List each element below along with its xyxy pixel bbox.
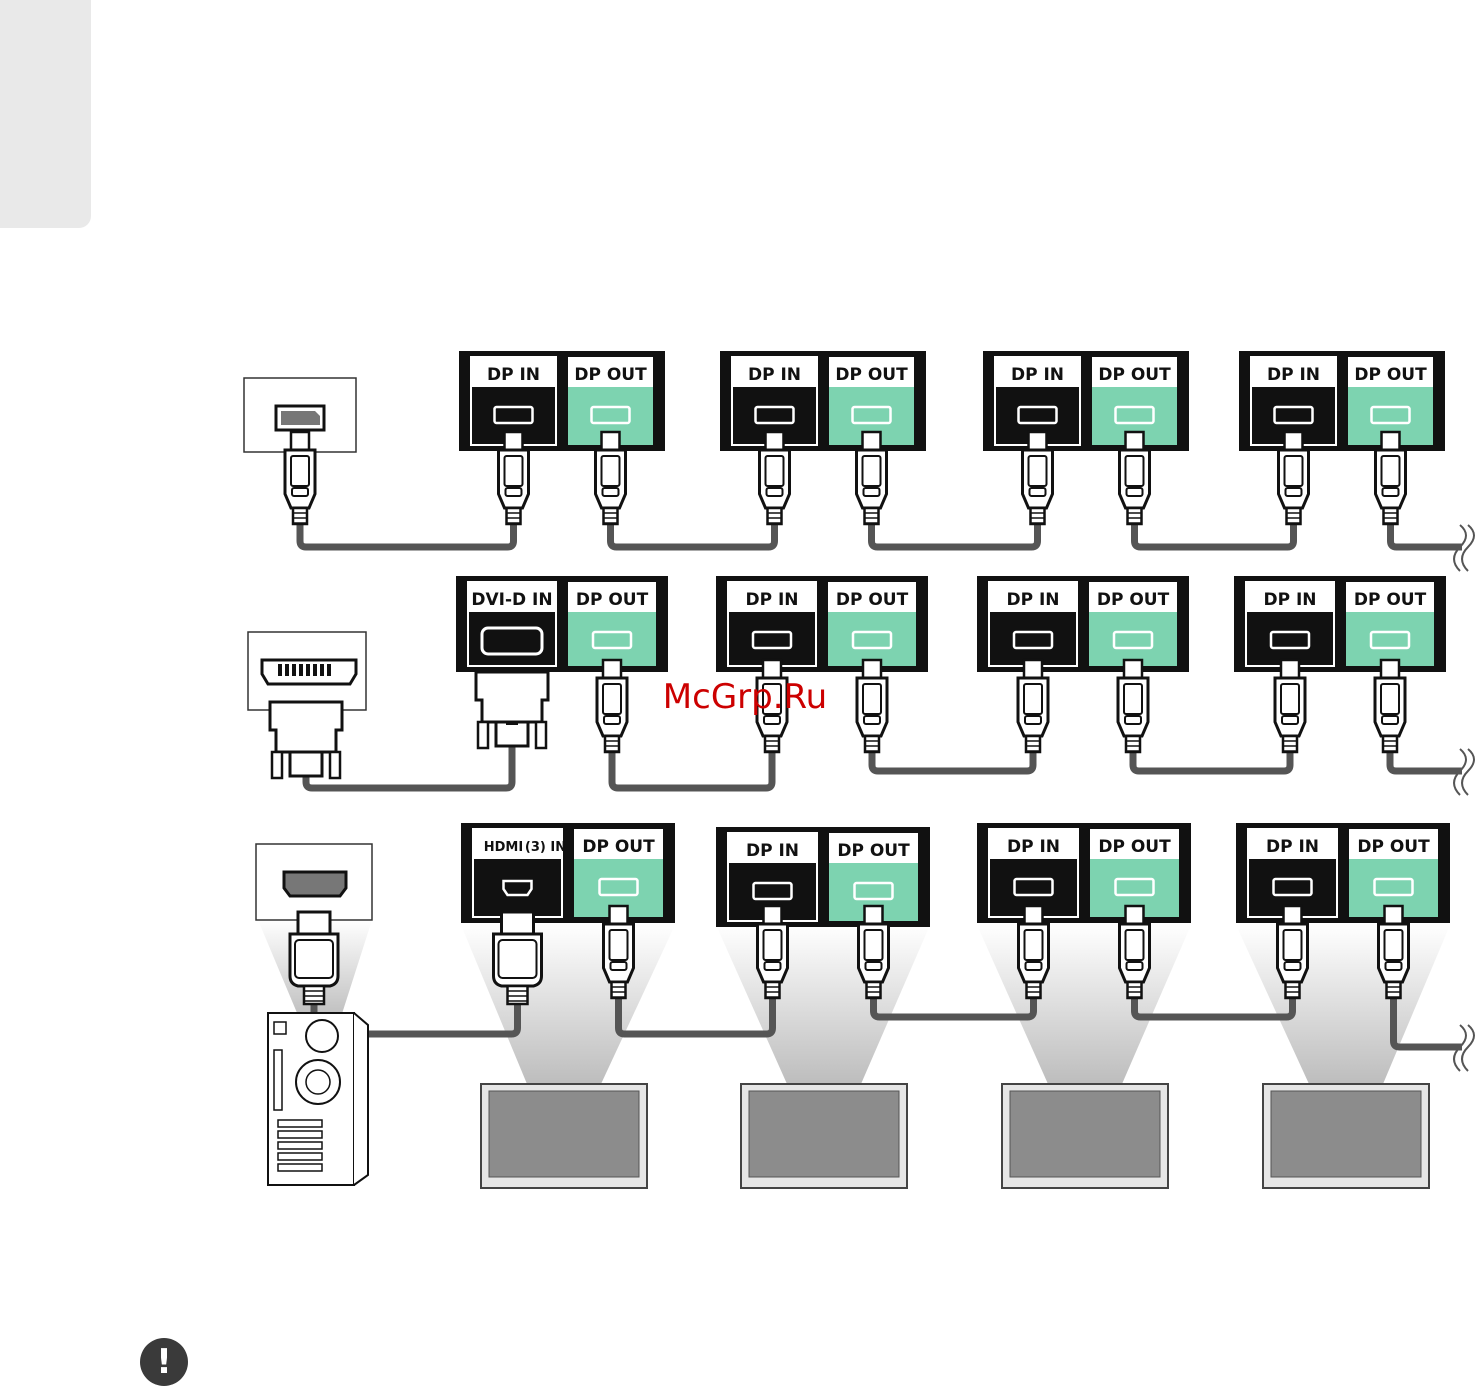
output-port-label: DP OUT xyxy=(576,590,649,610)
dvi-plug-icon xyxy=(476,672,548,748)
pc-hdmi-output xyxy=(256,844,372,920)
monitor-icon xyxy=(741,1084,907,1188)
port-panel: DVI-D IN DP OUT xyxy=(456,576,668,672)
input-port-label: DP IN xyxy=(487,365,540,385)
output-port-label: DP OUT xyxy=(1354,365,1427,385)
dp-plug-icon xyxy=(1275,660,1305,752)
input-port-label: DP IN xyxy=(745,590,798,610)
output-port-label: DP OUT xyxy=(836,590,909,610)
input-port-label: DVI-D IN xyxy=(471,590,552,610)
port-panel: DP IN DP OUT xyxy=(716,827,930,927)
dp-plug-icon xyxy=(597,660,627,752)
signal-beam xyxy=(716,925,930,1084)
input-port-label: DP IN xyxy=(1006,590,1059,610)
cable xyxy=(612,752,772,788)
output-port-label: DP OUT xyxy=(582,837,655,857)
pc-tower-icon xyxy=(268,1013,368,1185)
dp-plug-icon xyxy=(1375,660,1405,752)
input-port-label: DP IN xyxy=(1011,365,1064,385)
hdmi-logo-label: HDMI xyxy=(484,840,523,855)
signal-beam xyxy=(977,925,1191,1084)
break-mark xyxy=(1462,749,1474,795)
port-panel: DP IN DP OUT xyxy=(1239,351,1445,451)
input-port-label: DP IN xyxy=(748,365,801,385)
input-port-label: (3) IN xyxy=(525,840,566,855)
output-port-label: DP OUT xyxy=(1354,590,1427,610)
output-port-label: DP OUT xyxy=(1098,365,1171,385)
output-port-label: DP OUT xyxy=(835,365,908,385)
dp-plug-icon xyxy=(857,660,887,752)
input-port-label: DP IN xyxy=(1267,365,1320,385)
cable xyxy=(300,524,514,547)
cable xyxy=(1135,524,1294,547)
input-port-label: DP IN xyxy=(1266,837,1319,857)
output-port-label: DP OUT xyxy=(837,841,910,861)
port-panel: DP IN DP OUT xyxy=(720,351,926,451)
watermark-text: McGrp.Ru xyxy=(663,677,827,717)
port-panel: DP IN DP OUT xyxy=(977,823,1191,923)
cable-continuation xyxy=(1391,524,1463,547)
signal-beam xyxy=(1236,925,1450,1084)
input-port-label: DP IN xyxy=(746,841,799,861)
port-panel: DP IN DP OUT xyxy=(1234,576,1446,672)
port-panel: DP IN DP OUT xyxy=(977,576,1189,672)
port-panel: DP IN DP OUT xyxy=(716,576,928,672)
monitor-icon xyxy=(481,1084,647,1188)
input-port-label: DP IN xyxy=(1263,590,1316,610)
cable xyxy=(611,524,775,547)
cable-continuation xyxy=(1390,752,1462,771)
dp-plug-icon xyxy=(1118,660,1148,752)
break-mark xyxy=(1462,1025,1474,1071)
note-icon: ! xyxy=(140,1338,188,1386)
cable xyxy=(1135,998,1293,1017)
cable xyxy=(874,998,1034,1017)
cable xyxy=(1133,752,1290,771)
break-mark xyxy=(1462,525,1474,571)
port-panel: DP IN DP OUT xyxy=(983,351,1189,451)
dp-plug-icon xyxy=(1018,660,1048,752)
dvi-plug-icon xyxy=(270,702,342,778)
cable xyxy=(619,998,773,1034)
monitor-icon xyxy=(1263,1084,1429,1188)
output-port-label: DP OUT xyxy=(1357,837,1430,857)
port-panel: DP IN DP OUT xyxy=(1236,823,1450,923)
output-port-label: DP OUT xyxy=(574,365,647,385)
cable xyxy=(872,524,1038,547)
output-port-label: DP OUT xyxy=(1098,837,1171,857)
port-panel: HDMI(3) IN DP OUT xyxy=(461,823,675,923)
monitor-icon xyxy=(1002,1084,1168,1188)
cable xyxy=(872,752,1033,771)
pc-dvi-output xyxy=(248,632,366,710)
input-port-label: DP IN xyxy=(1007,837,1060,857)
output-port-label: DP OUT xyxy=(1097,590,1170,610)
port-panel: DP IN DP OUT xyxy=(459,351,665,451)
